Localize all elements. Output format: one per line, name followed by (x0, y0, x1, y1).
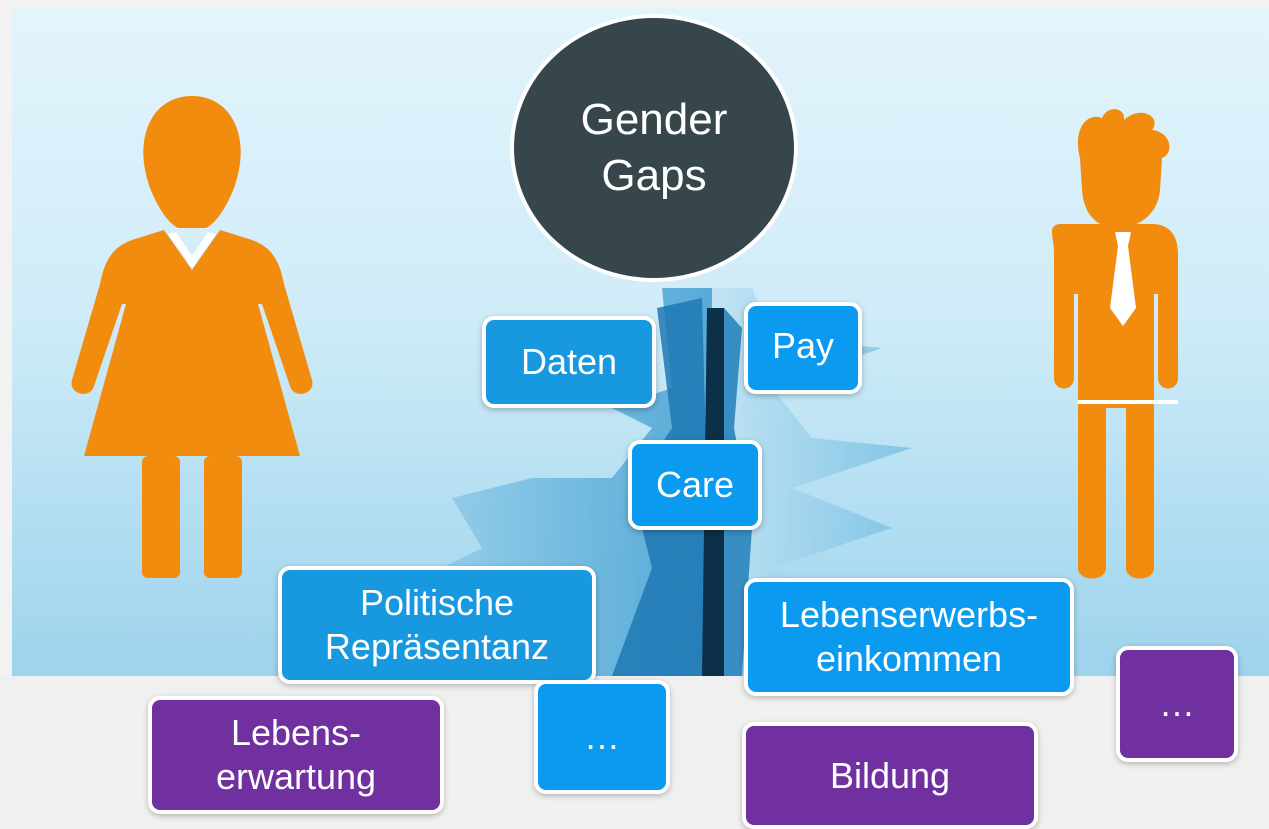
tag-politische-repraesentanz: Politische Repräsentanz (278, 566, 596, 684)
tag-lebenserwerb-line-2: einkommen (815, 638, 1003, 679)
tag-care: Care (628, 440, 762, 530)
title-line-1: Gender (580, 95, 728, 144)
tag-politik-line-2: Repräsentanz (324, 626, 550, 667)
tag-lebenserwerbseinkommen: Lebenserwerbs- einkommen (744, 578, 1074, 696)
tag-lebenserwartung-line-2: erwartung (215, 756, 377, 797)
tag-pay: Pay (744, 302, 862, 394)
tag-politik-line-1: Politische (359, 582, 515, 623)
woman-icon (71, 96, 313, 578)
tag-care-label: Care (655, 464, 735, 505)
man-icon (1052, 109, 1178, 579)
tag-bildung-label: Bildung (829, 754, 951, 796)
tag-daten-label: Daten (520, 341, 618, 382)
tag-lebenserwerb-line-1: Lebenserwerbs- (779, 594, 1039, 635)
tag-bildung: Bildung (742, 722, 1038, 829)
tag-ellipsis-blue-label: … (584, 716, 620, 757)
tag-daten: Daten (482, 316, 656, 408)
tag-ellipsis-blue: … (534, 680, 670, 794)
tag-lebenserwartung-line-1: Lebens- (230, 712, 362, 753)
title-line-2: Gaps (601, 151, 707, 200)
tag-pay-label: Pay (771, 325, 835, 366)
tag-ellipsis-purple-label: … (1159, 683, 1195, 724)
tag-lebenserwartung: Lebens- erwartung (148, 696, 444, 814)
tag-ellipsis-purple: … (1116, 646, 1238, 762)
title-circle: Gender Gaps (510, 14, 798, 282)
